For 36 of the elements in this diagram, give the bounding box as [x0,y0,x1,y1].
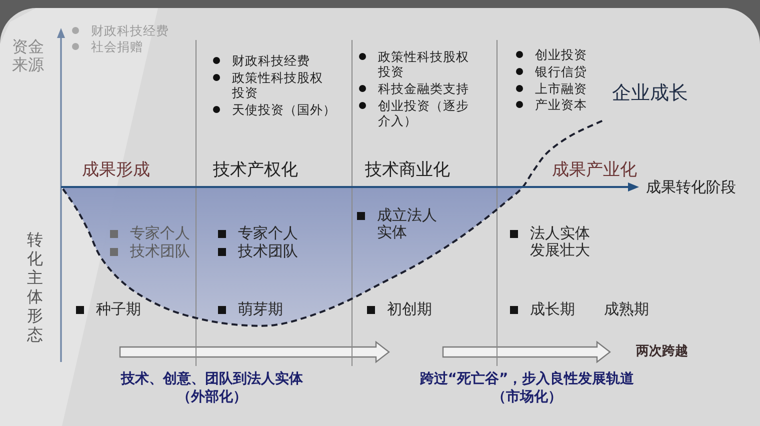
subject-form-text: 技术团队 [130,243,190,260]
arrow-caption: 跨过“死亡谷”，步入良性发展轨道 [420,371,634,388]
phase-label: 初创期 [387,301,432,318]
funding-source-text: 天使投资（国外） [232,102,336,117]
funding-source-text: 创业投资（逐步介入） [378,98,470,128]
phase-label: 成熟期 [604,301,649,318]
crossing-label: 两次跨越 [636,344,688,360]
curve-label: 企业成长 [612,82,688,104]
axis-title: 成果转化阶段 [646,178,736,196]
phase-label: 萌芽期 [238,301,283,318]
phase-label: 成长期 [530,301,575,318]
subject-form-text: 成立法人实体 [377,207,438,241]
funding-source-text: 财政科技经费 [232,53,310,68]
subject-form-text: 技术团队 [238,243,298,260]
stage-heading: 成果形成 [82,160,150,180]
funding-source-text: 财政科技经费 [91,23,169,38]
arrow-caption: （市场化） [492,389,562,406]
arrow-caption: 技术、创意、团队到法人实体 [121,371,303,388]
stage-heading: 技术产权化 [213,160,298,180]
funding-source-text: 科技金融类支持 [378,81,469,96]
funding-source-text: 银行信贷 [535,64,587,79]
phase-label: 种子期 [96,301,141,318]
funding-source-text: 政策性科技股权投资 [232,70,324,100]
funding-source-text: 创业投资 [535,47,587,62]
axis-title: 资金来源 [12,38,45,74]
subject-form-text: 法人实体发展壮大 [530,225,591,259]
subject-form-text: 专家个人 [238,225,298,242]
subject-form-text: 专家个人 [130,225,190,242]
funding-source-text: 政策性科技股权投资 [378,49,470,79]
funding-source-text: 社会捐赠 [91,39,143,54]
stage-heading: 技术商业化 [365,160,450,180]
funding-source-text: 产业资本 [535,97,587,112]
axis-title: 转化主体形态 [27,230,44,344]
funding-source-text: 上市融资 [535,81,587,96]
stage-heading: 成果产业化 [552,160,637,180]
arrow-caption: （外部化） [177,389,247,406]
